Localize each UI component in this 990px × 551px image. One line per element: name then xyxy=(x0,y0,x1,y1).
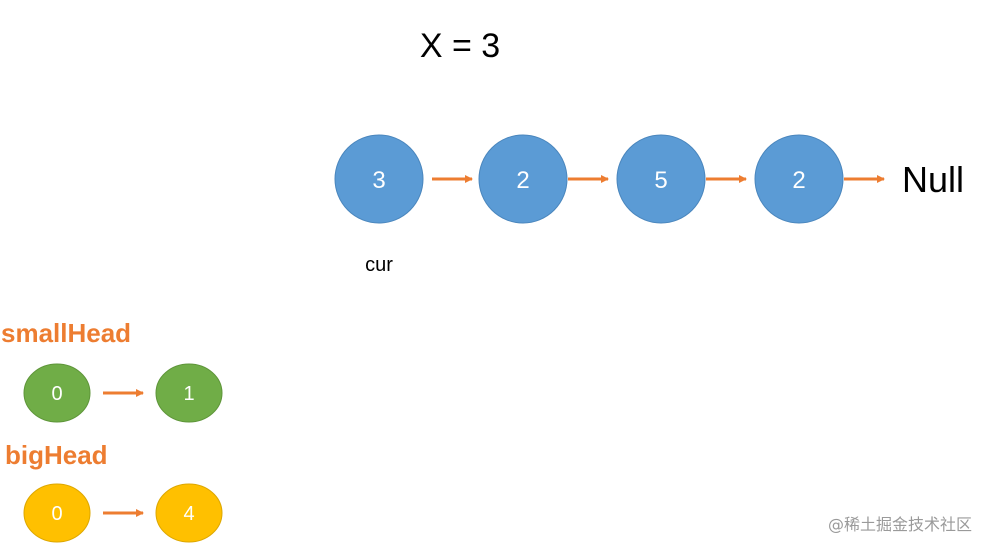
main-node-value: 2 xyxy=(516,167,529,194)
small-node-ellipse xyxy=(155,363,223,423)
big-node: 4 xyxy=(155,483,223,543)
diagram-title: X = 3 xyxy=(420,27,500,65)
big-node-value: 0 xyxy=(51,503,62,525)
main-node-circle xyxy=(616,134,706,224)
cur-pointer-label: cur xyxy=(365,254,393,276)
main-list: 3 2 5 2 Null xyxy=(334,134,964,224)
small-node: 0 xyxy=(23,363,91,423)
small-node-value: 1 xyxy=(183,383,194,405)
main-node-circle xyxy=(754,134,844,224)
main-node-value: 5 xyxy=(654,167,667,194)
watermark: @稀土掘金技术社区 xyxy=(828,515,972,534)
null-label: Null xyxy=(902,159,964,200)
main-node-circle xyxy=(478,134,568,224)
big-node: 0 xyxy=(23,483,91,543)
big-node-value: 4 xyxy=(183,503,194,525)
small-node-ellipse xyxy=(23,363,91,423)
main-node: 3 xyxy=(334,134,424,224)
main-node-value: 2 xyxy=(792,167,805,194)
main-node: 2 xyxy=(754,134,844,224)
main-node: 5 xyxy=(616,134,706,224)
small-list: 0 1 xyxy=(23,363,223,423)
big-list: 0 4 xyxy=(23,483,223,543)
big-node-ellipse xyxy=(155,483,223,543)
small-node: 1 xyxy=(155,363,223,423)
big-node-ellipse xyxy=(23,483,91,543)
small-node-value: 0 xyxy=(51,383,62,405)
big-head-label: bigHead xyxy=(5,440,108,470)
main-node-value: 3 xyxy=(372,167,385,194)
main-node-circle xyxy=(334,134,424,224)
small-head-label: smallHead xyxy=(1,318,131,348)
main-node: 2 xyxy=(478,134,568,224)
